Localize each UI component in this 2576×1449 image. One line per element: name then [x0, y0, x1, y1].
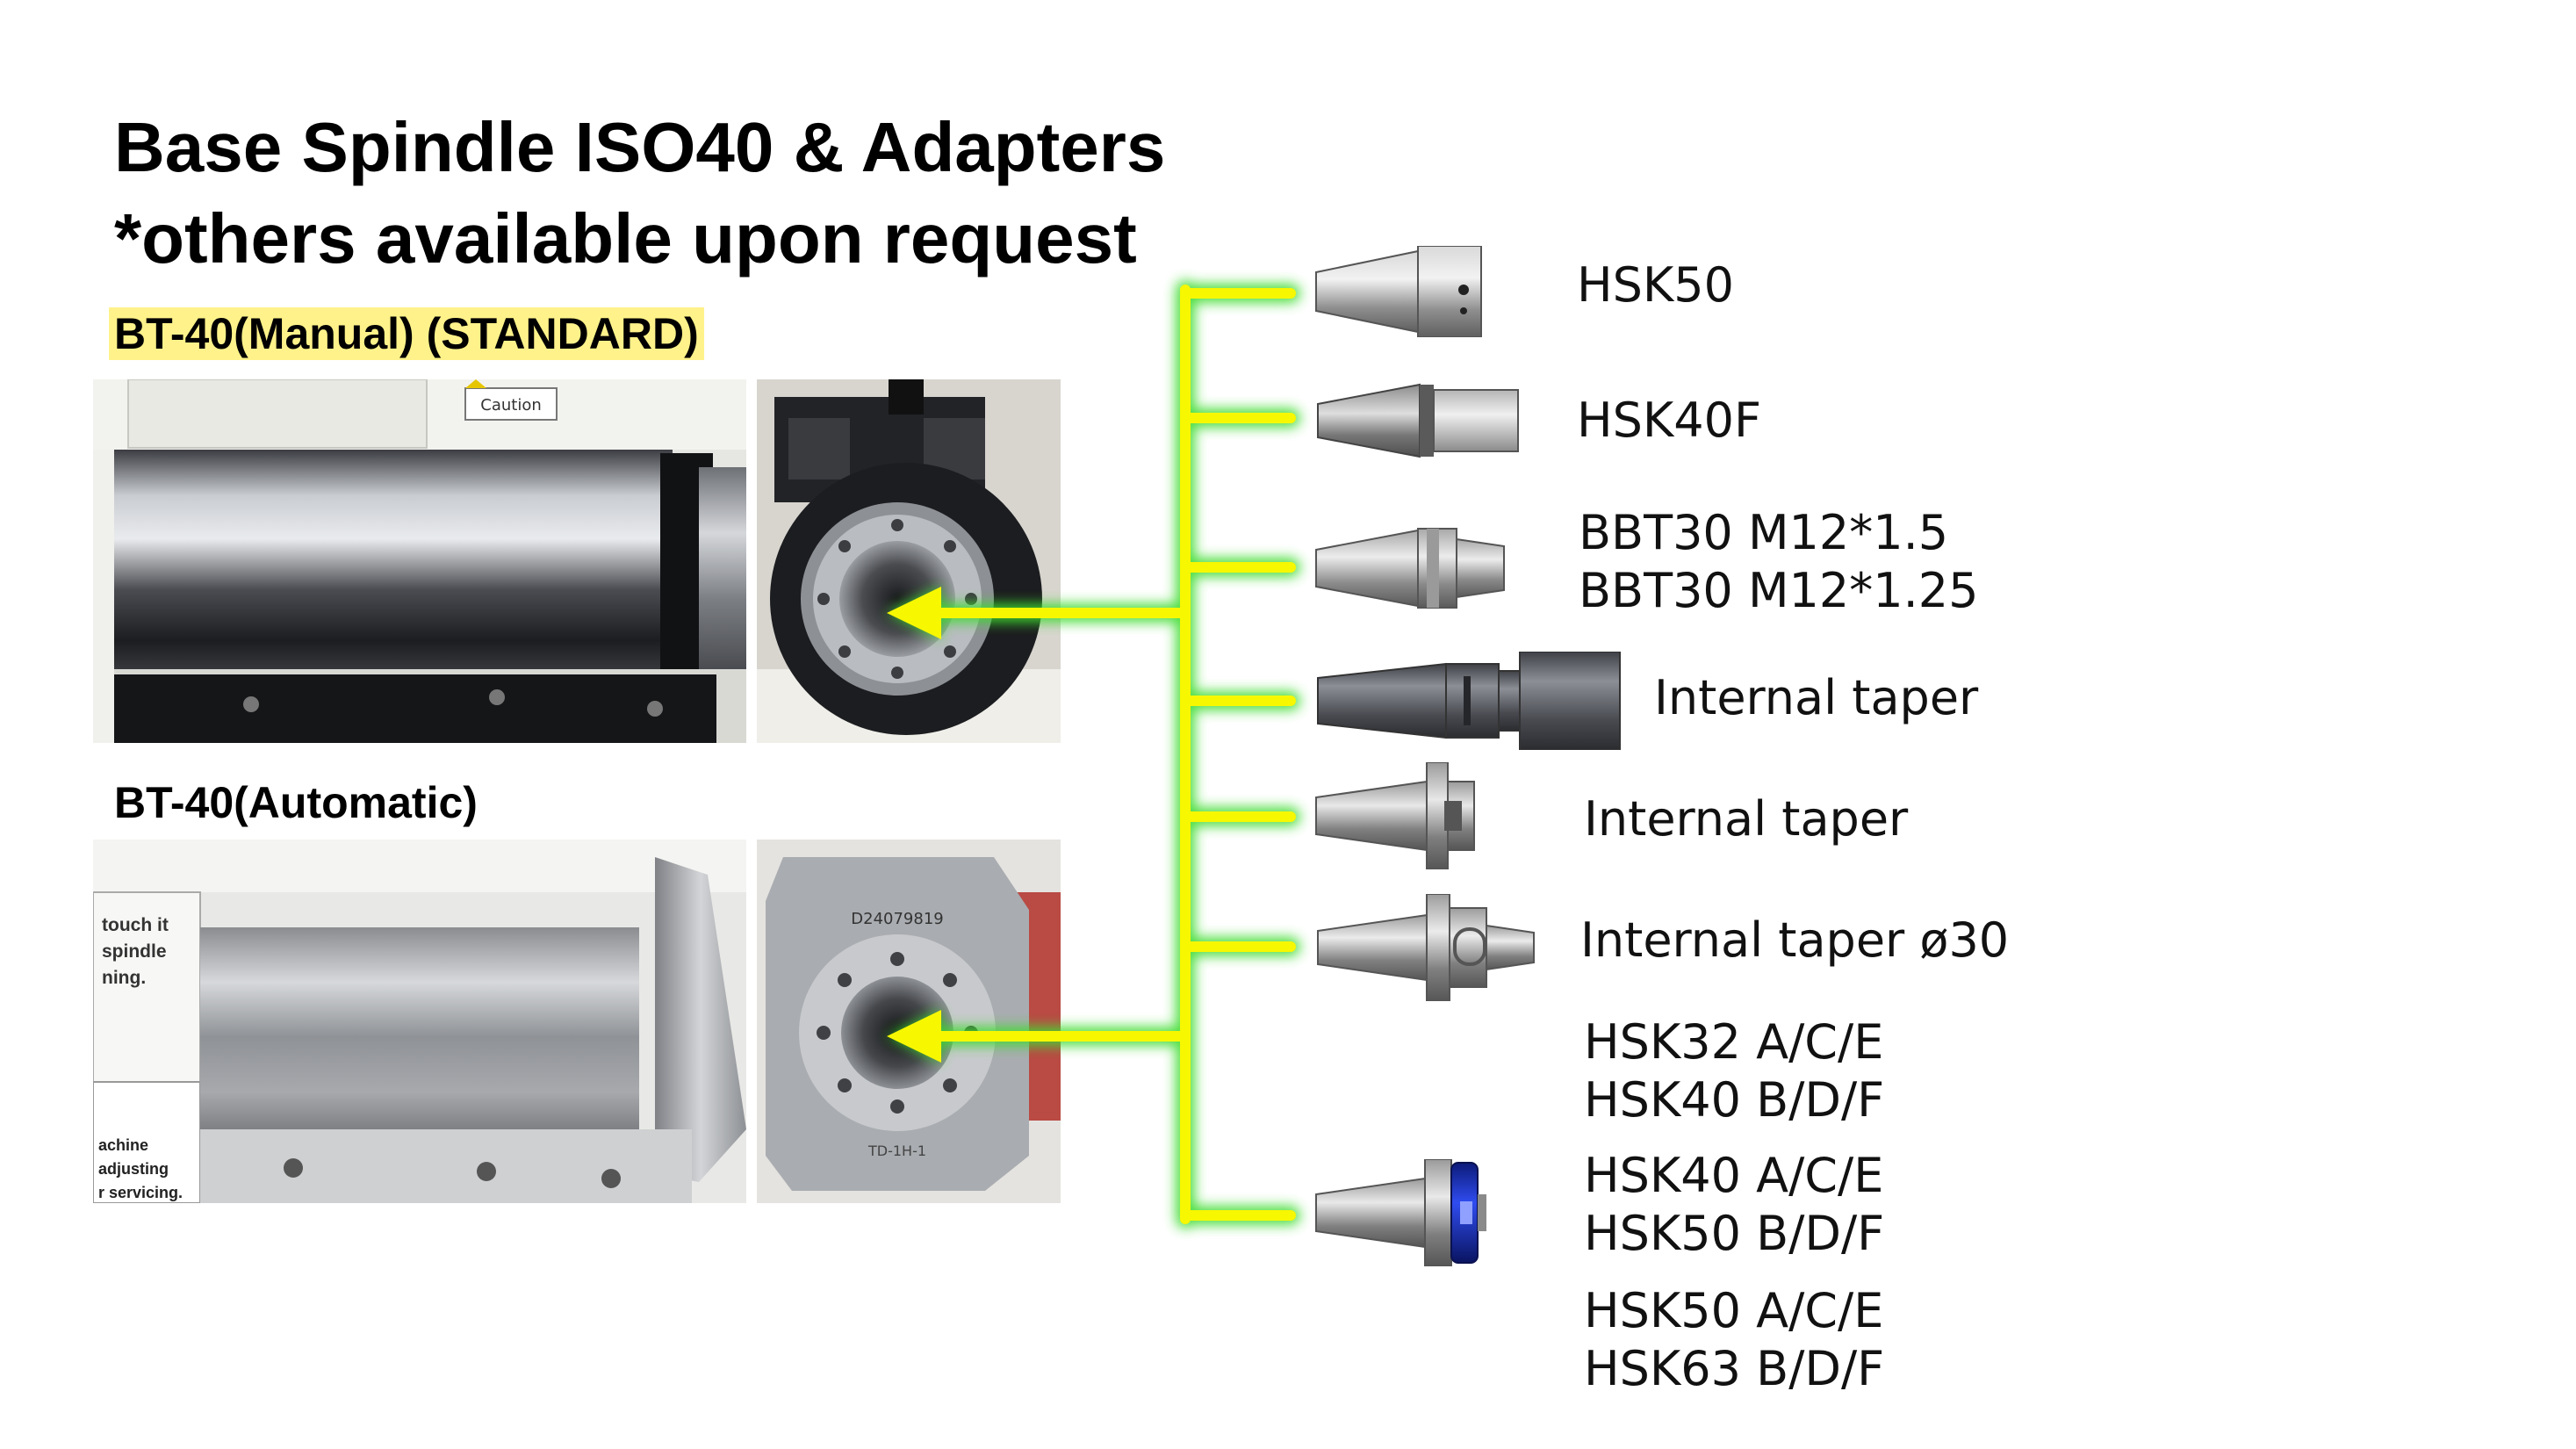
warning-text-line-2: adjusting — [98, 1160, 169, 1178]
caution-sticker-text: Caution — [480, 396, 542, 415]
adapter-label-hsk63-bdf: HSK63 B/D/F — [1584, 1341, 1885, 1396]
adapter-label-hsk40-bdf: HSK40 B/D/F — [1584, 1072, 1885, 1128]
flanged-internal-taper-holder-icon — [1315, 762, 1475, 869]
manual-spindle-side-photo: Caution — [93, 379, 746, 743]
warning-text-line-3: r servicing. — [98, 1184, 183, 1201]
adapter-label-hsk40f: HSK40F — [1577, 393, 1762, 448]
automatic-spindle-side-photo: touch it spindle ning. achine adjusting … — [93, 840, 746, 1203]
serial-engraving: D24079819 — [851, 910, 943, 928]
hsk-blue-collar-holder-icon — [1315, 1159, 1486, 1266]
adapter-label-internal-taper-flanged: Internal taper — [1584, 791, 1909, 847]
page-title: Base Spindle ISO40 & Adapters — [114, 108, 1166, 186]
adapter-label-hsk50-ace: HSK50 A/C/E — [1584, 1283, 1884, 1338]
model-engraving: TD-1H-1 — [867, 1143, 926, 1159]
adapter-label-hsk50-bdf: HSK50 B/D/F — [1584, 1206, 1885, 1261]
adapter-label-bbt30-m12-1-5: BBT30 M12*1.5 — [1579, 505, 1949, 560]
manual-spindle-label: BT-40(Manual) (STANDARD) — [109, 307, 704, 360]
adapter-label-internal-taper-long: Internal taper — [1654, 670, 1979, 725]
panel-text-line-3: ning. — [102, 968, 146, 988]
adapter-label-bbt30-m12-1-25: BBT30 M12*1.25 — [1579, 563, 1979, 618]
adapter-label-hsk50: HSK50 — [1577, 257, 1735, 313]
adapter-label-hsk40-ace: HSK40 A/C/E — [1584, 1148, 1884, 1203]
connector-arrow-head-1-line — [887, 587, 941, 639]
long-internal-taper-holder-icon — [1317, 652, 1621, 750]
bbt30-holder-icon — [1315, 528, 1505, 609]
automatic-spindle-label: BT-40(Automatic) — [114, 778, 478, 827]
connector-arrow-head-2-line — [887, 1010, 941, 1063]
page-subtitle: *others available upon request — [114, 199, 1137, 278]
adapter-label-hsk32-ace: HSK32 A/C/E — [1584, 1014, 1884, 1070]
panel-text-line-1: touch it — [102, 915, 169, 935]
hsk50-holder-icon — [1315, 246, 1482, 337]
internal-taper-30-holder-icon — [1317, 894, 1535, 1001]
manual-spindle-front-photo — [757, 379, 1061, 743]
warning-text-line-1: achine — [98, 1136, 148, 1154]
adapter-label-internal-taper-30: Internal taper ø30 — [1580, 912, 2010, 968]
hsk40f-holder-icon — [1317, 383, 1519, 458]
panel-text-line-2: spindle — [102, 941, 167, 962]
